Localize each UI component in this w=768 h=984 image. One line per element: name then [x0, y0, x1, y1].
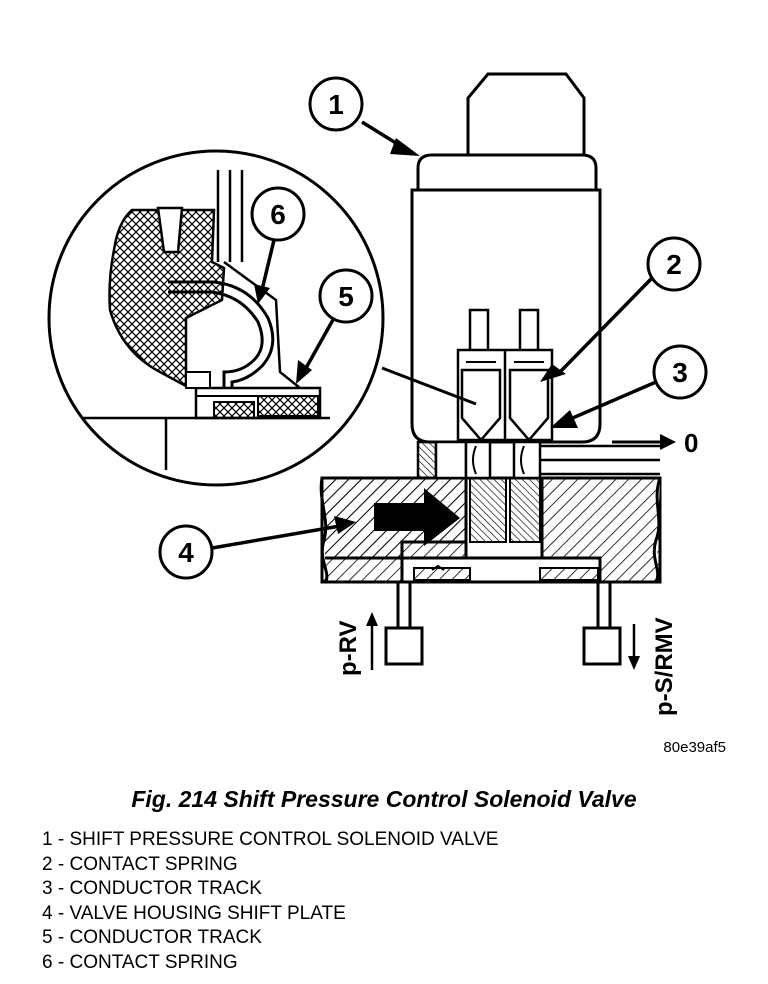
legend-text: VALVE HOUSING SHIFT PLATE: [69, 902, 346, 924]
contact-spring-left: [460, 368, 502, 442]
solenoid-valve: [410, 72, 660, 480]
callout-2: 2: [540, 236, 702, 382]
legend-number: 1: [42, 829, 53, 850]
callout-2-number: 2: [666, 249, 682, 280]
contact-spring-right: [508, 368, 550, 442]
image-code: 80e39af5: [663, 739, 726, 756]
solenoid-valve-diagram: 0 p-RV p-S/RMV: [47, 72, 726, 756]
inset-leader: [381, 366, 477, 406]
detail-inset: [47, 149, 385, 487]
legend-text: CONTACT SPRING: [69, 853, 238, 875]
output-arrow: [612, 434, 676, 450]
port-label-p-rv: p-RV: [335, 620, 362, 676]
valve-housing-shift-plate: [319, 476, 662, 584]
legend-text: CONTACT SPRING: [69, 951, 238, 973]
legend-text: CONDUCTOR TRACK: [69, 878, 262, 900]
legend-number: 4: [42, 902, 53, 924]
legend-number: 6: [42, 951, 53, 973]
legend-item: 5 - CONDUCTOR TRACK: [42, 927, 262, 949]
figure-caption: Fig. 214 Shift Pressure Control Solenoid…: [131, 786, 637, 812]
callout-4-number: 4: [178, 537, 194, 568]
callout-6: 6: [250, 186, 306, 304]
callout-1: 1: [308, 76, 420, 156]
legend-item: 3 - CONDUCTOR TRACK: [42, 878, 262, 900]
output-label: 0: [684, 428, 698, 458]
legend-number: 3: [42, 878, 53, 900]
callout-5: 5: [296, 268, 374, 384]
callout-5-number: 5: [338, 281, 354, 312]
callout-3-number: 3: [672, 357, 688, 388]
legend-item: 1 - SHIFT PRESSURE CONTROL SOLENOID VALV…: [42, 829, 499, 850]
port-label-p-s-rmv: p-S/RMV: [651, 617, 678, 716]
legend-item: 2 - CONTACT SPRING: [42, 853, 238, 875]
legend-text: CONDUCTOR TRACK: [69, 927, 262, 949]
legend-number: 2: [42, 853, 53, 875]
callout-6-number: 6: [270, 199, 286, 230]
callout-1-number: 1: [328, 89, 344, 120]
legend-number: 5: [42, 927, 53, 949]
legend-item: 4 - VALVE HOUSING SHIFT PLATE: [42, 902, 346, 924]
flow-arrow: [374, 488, 460, 546]
callout-4: 4: [158, 516, 356, 580]
legend-list: 1 - SHIFT PRESSURE CONTROL SOLENOID VALV…: [42, 828, 498, 976]
callout-3: 3: [550, 344, 708, 428]
legend-text: SHIFT PRESSURE CONTROL SOLENOID VALVE: [69, 829, 499, 850]
pressure-ports: [366, 564, 640, 670]
legend-item: 6 - CONTACT SPRING: [42, 951, 238, 973]
